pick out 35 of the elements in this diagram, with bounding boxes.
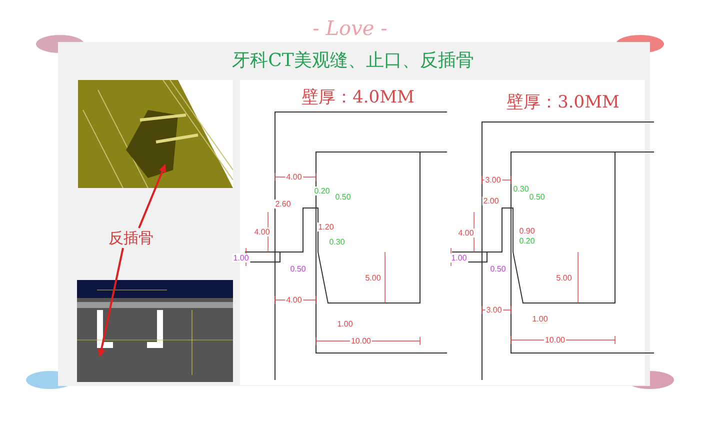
dimension-text: 10.00 [350, 336, 372, 346]
decorative-heading: - Love - [312, 16, 388, 40]
dimension-text: 1.00 [336, 320, 354, 328]
cad-screenshot [77, 280, 233, 382]
dimension-text: 4.00 [457, 228, 475, 238]
dimension-text: 0.20 [518, 236, 536, 246]
dimension-text: 1.00 [531, 314, 549, 324]
callout-label: 反插骨 [108, 229, 154, 247]
dimension-text: 0.30 [512, 184, 530, 194]
dimension-text: 0.50 [528, 192, 546, 202]
dimension-text: 0.90 [518, 226, 536, 236]
dimension-text: 0.50 [289, 264, 307, 274]
dimension-text: 3.00 [485, 306, 503, 314]
drawing-heading: 壁厚：3.0MM [506, 92, 620, 114]
dimension-text: 5.00 [555, 274, 573, 282]
drawing-heading: 壁厚：4.0MM [302, 86, 414, 108]
render-picture [78, 80, 233, 188]
dimension-text: 5.00 [364, 274, 382, 282]
dimension-text: 1.20 [317, 222, 335, 232]
title: 牙科CT美观缝、止口、反插骨 [231, 49, 475, 72]
dimension-text: 1.00 [450, 254, 468, 262]
dimension-text: 4.00 [285, 172, 303, 182]
dimension-text: 2.00 [482, 196, 500, 206]
dimension-text: 0.50 [334, 192, 352, 202]
dimension-text: 3.00 [484, 176, 502, 184]
dimension-text: 2.60 [274, 200, 292, 208]
dimension-text: 0.30 [328, 238, 346, 246]
dimension-text: 10.00 [544, 336, 566, 344]
dimension-text: 4.00 [253, 228, 271, 236]
dimension-text: 4.00 [285, 296, 303, 304]
arrow [98, 248, 124, 357]
arrow [138, 164, 166, 228]
dimension-text: 0.20 [313, 186, 331, 196]
dimension-text: 0.50 [489, 264, 507, 274]
dimension-text: 1.00 [232, 254, 250, 262]
